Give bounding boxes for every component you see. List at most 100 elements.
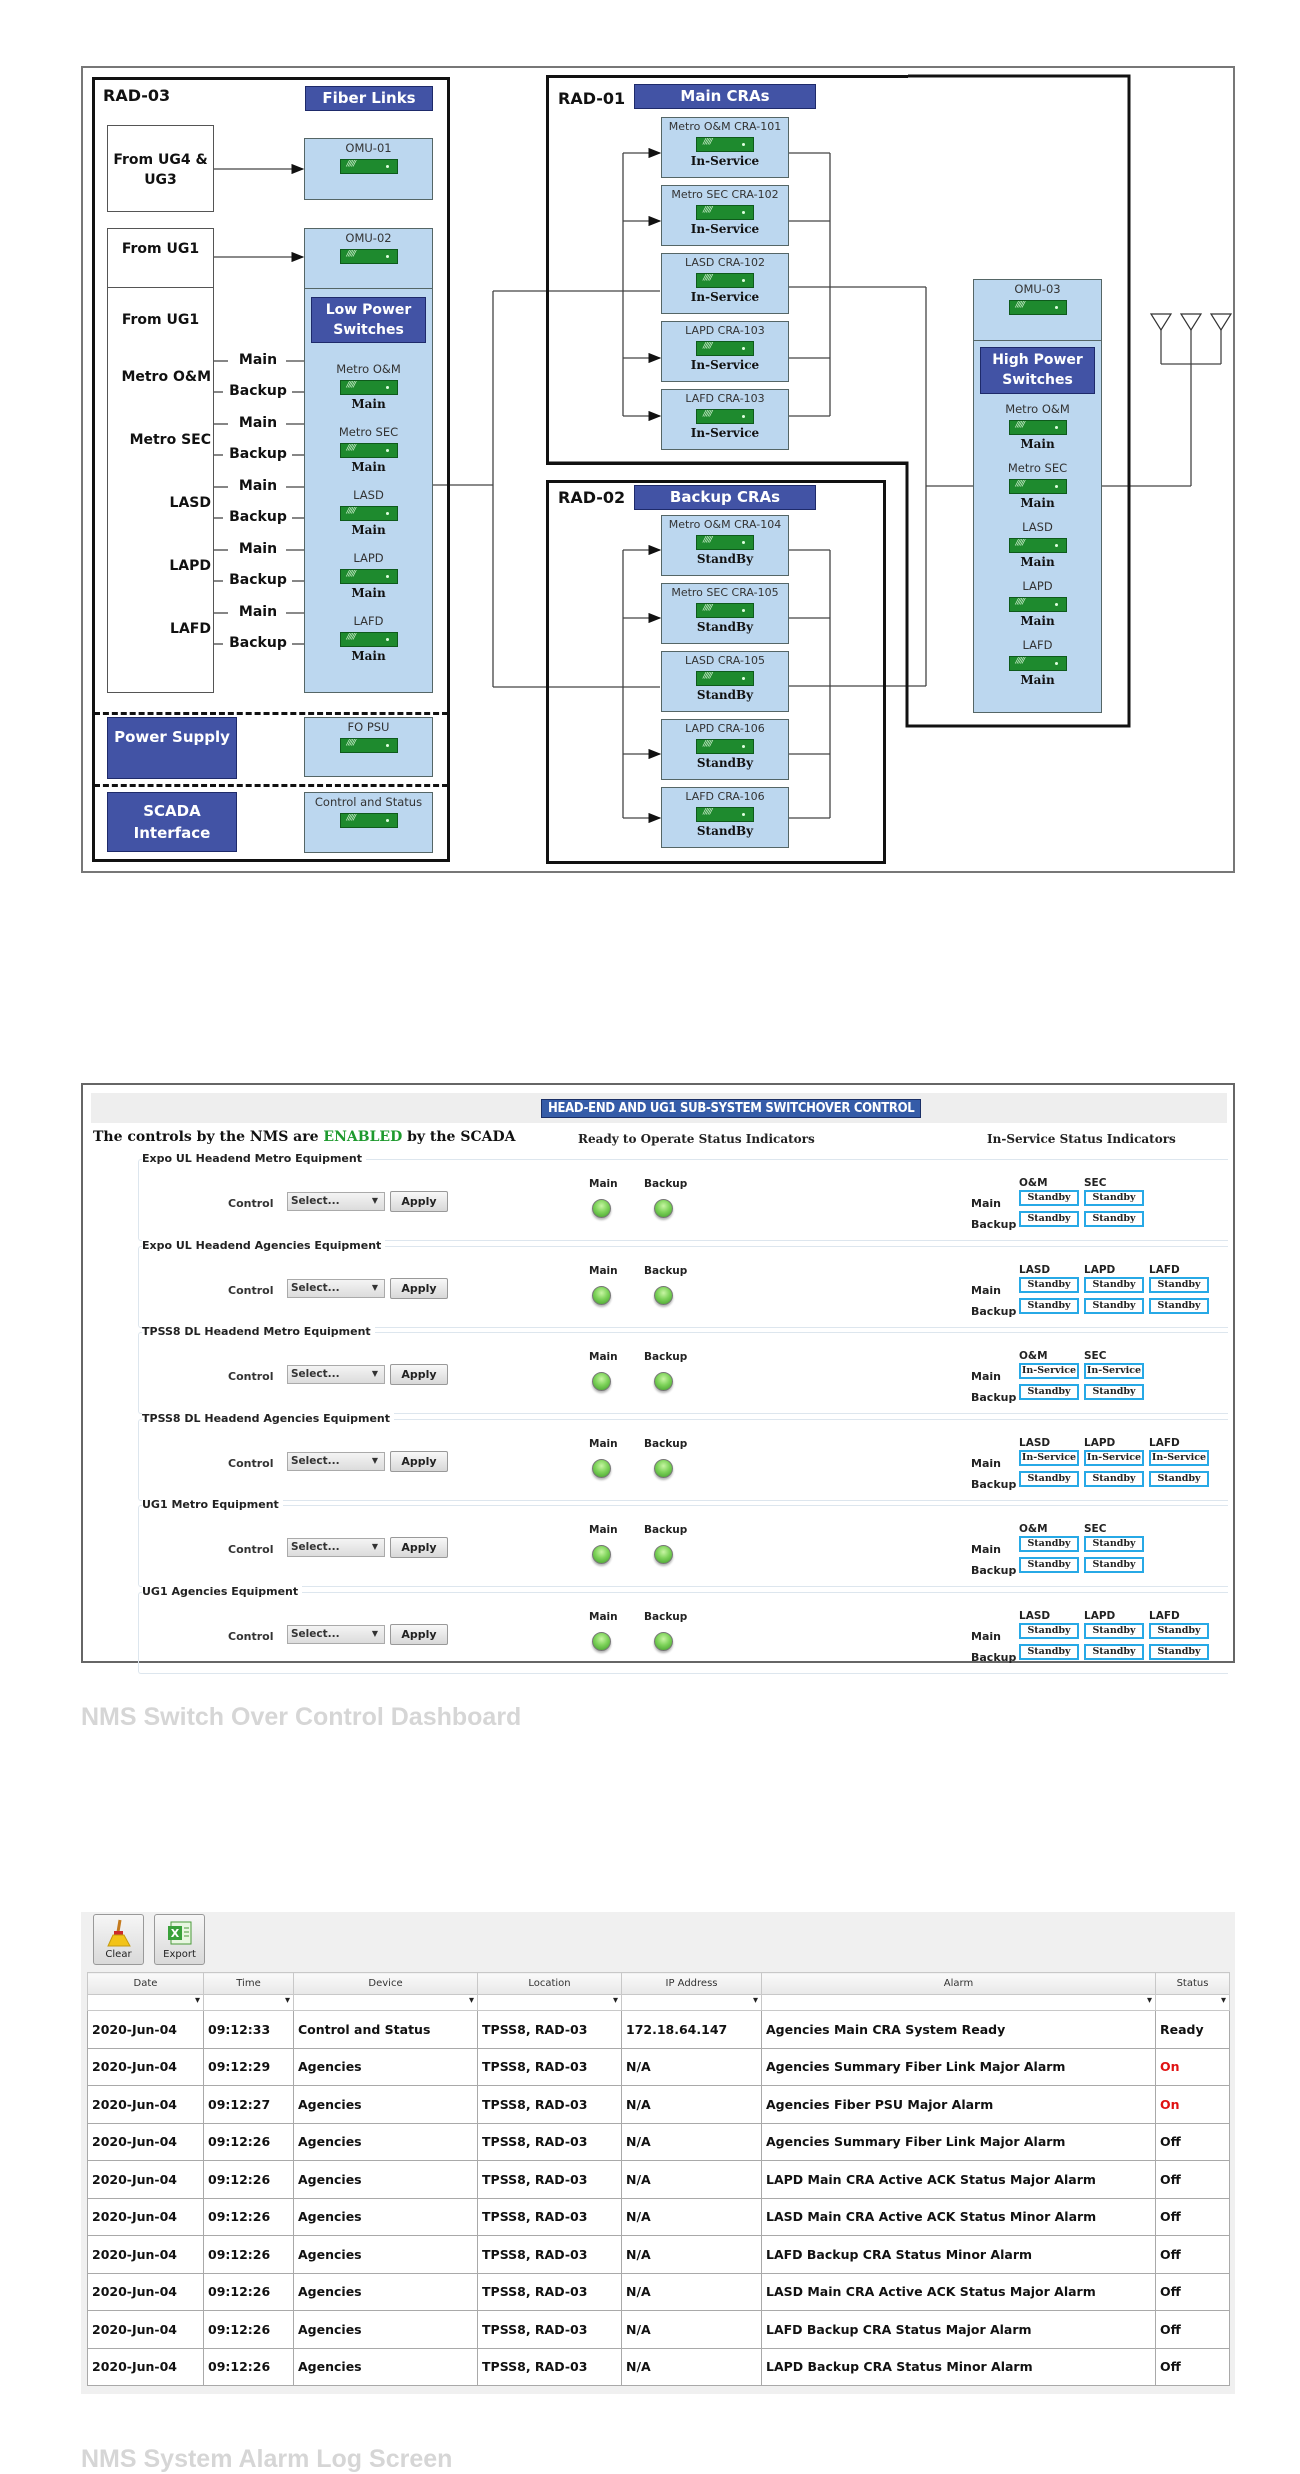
apply-button[interactable]: Apply xyxy=(390,1623,448,1645)
ready-main-label: Main xyxy=(589,1351,618,1363)
clear-button[interactable]: Clear xyxy=(93,1914,144,1965)
cra-unit[interactable]: Metro O&M CRA-104StandBy xyxy=(661,515,789,576)
control-select[interactable]: Select...▼ xyxy=(287,1538,385,1557)
control-select[interactable]: Select...▼ xyxy=(287,1365,385,1384)
cra-unit[interactable]: LAFD CRA-103In-Service xyxy=(661,389,789,450)
main-service-status: Standby xyxy=(1019,1276,1079,1293)
control-label: Control xyxy=(228,1197,274,1210)
export-button[interactable]: X Export xyxy=(154,1914,205,1965)
omu-01[interactable]: OMU-01 xyxy=(304,138,433,200)
column-header[interactable]: Status xyxy=(1155,1972,1230,1995)
backup-link-label: Backup xyxy=(229,383,287,399)
control-select[interactable]: Select...▼ xyxy=(287,1278,385,1298)
main-ready-led xyxy=(592,1545,611,1564)
apply-button[interactable]: Apply xyxy=(390,1364,448,1385)
column-filter-dropdown[interactable] xyxy=(621,1994,762,2011)
antenna-icon xyxy=(1179,313,1203,332)
column-filter-dropdown[interactable] xyxy=(87,1994,204,2011)
inservice-main-label: Main xyxy=(971,1283,1001,1297)
control-select[interactable]: Select...▼ xyxy=(287,1192,385,1211)
main-ready-led xyxy=(592,1285,611,1305)
table-cell: 09:12:26 xyxy=(203,2310,294,2349)
apply-button[interactable]: Apply xyxy=(390,1277,448,1299)
cra-unit[interactable]: LASD CRA-102In-Service xyxy=(661,253,789,314)
control-label: Control xyxy=(228,1370,274,1383)
apply-button[interactable]: Apply xyxy=(390,1537,448,1558)
agency-column-label: SEC xyxy=(1084,1177,1107,1189)
table-cell: Agencies xyxy=(293,2272,478,2311)
control-label: Control xyxy=(228,1629,274,1643)
table-cell: Agencies xyxy=(293,2310,478,2349)
main-link-label: Main xyxy=(238,541,278,557)
main-service-status: Standby xyxy=(1149,1622,1209,1639)
device-icon xyxy=(339,738,398,753)
backup-service-status: Standby xyxy=(1019,1211,1079,1227)
switch-name: LAFD xyxy=(1022,638,1053,652)
cra-unit[interactable]: Metro O&M CRA-101In-Service xyxy=(661,117,789,178)
table-cell: Control and Status xyxy=(293,2010,478,2049)
agency-column-label: SEC xyxy=(1084,1523,1107,1535)
alarm-log-caption: NMS System Alarm Log Screen xyxy=(81,2445,453,2473)
select-value: Select... xyxy=(291,1454,340,1467)
column-filter-dropdown[interactable] xyxy=(293,1994,478,2011)
backup-service-status: Standby xyxy=(1019,1297,1079,1314)
antenna-icon xyxy=(1209,313,1233,332)
device-icon xyxy=(696,409,754,424)
column-filter-dropdown[interactable] xyxy=(477,1994,622,2011)
apply-button[interactable]: Apply xyxy=(390,1450,448,1472)
cra-unit[interactable]: LAFD CRA-106StandBy xyxy=(661,787,789,848)
fo-psu[interactable]: FO PSU xyxy=(304,717,433,777)
table-cell: TPSS8, RAD-03 xyxy=(477,2197,622,2236)
cra-unit[interactable]: Metro SEC CRA-105StandBy xyxy=(661,583,789,644)
apply-button[interactable]: Apply xyxy=(390,1191,448,1212)
control-select[interactable]: Select...▼ xyxy=(287,1624,385,1644)
column-header[interactable]: Device xyxy=(293,1972,478,1995)
control-and-status[interactable]: Control and Status xyxy=(304,792,433,853)
cra-unit[interactable]: LAPD CRA-103In-Service xyxy=(661,321,789,382)
device-icon xyxy=(1008,538,1067,553)
group-title: Expo UL Headend Metro Equipment xyxy=(142,1152,366,1165)
column-filter-dropdown[interactable] xyxy=(1155,1994,1230,2011)
group-title: Expo UL Headend Agencies Equipment xyxy=(142,1238,386,1252)
column-header[interactable]: Alarm xyxy=(761,1972,1156,1995)
table-cell: Off xyxy=(1155,2122,1230,2161)
column-header[interactable]: Time xyxy=(203,1972,294,1995)
column-header[interactable]: Date xyxy=(87,1972,204,1995)
column-header[interactable]: IP Address xyxy=(621,1972,762,1995)
cra-unit[interactable]: LASD CRA-105StandBy xyxy=(661,651,789,712)
ready-backup-label: Backup xyxy=(644,1351,688,1363)
column-header[interactable]: Location xyxy=(477,1972,622,1995)
ready-main-label: Main xyxy=(589,1610,618,1623)
control-label: Control xyxy=(228,1456,274,1470)
cra-unit[interactable]: LAPD CRA-106StandBy xyxy=(661,719,789,780)
cra-unit[interactable]: Metro SEC CRA-102In-Service xyxy=(661,185,789,246)
column-filter-dropdown[interactable] xyxy=(761,1994,1156,2011)
agency-column-label: LAPD xyxy=(1084,1263,1116,1276)
main-link-label: Main xyxy=(238,478,278,494)
control-select[interactable]: Select...▼ xyxy=(287,1451,385,1471)
main-service-status: Standby xyxy=(1084,1536,1144,1552)
column-filter-dropdown[interactable] xyxy=(203,1994,294,2011)
inservice-main-label: Main xyxy=(971,1629,1001,1643)
